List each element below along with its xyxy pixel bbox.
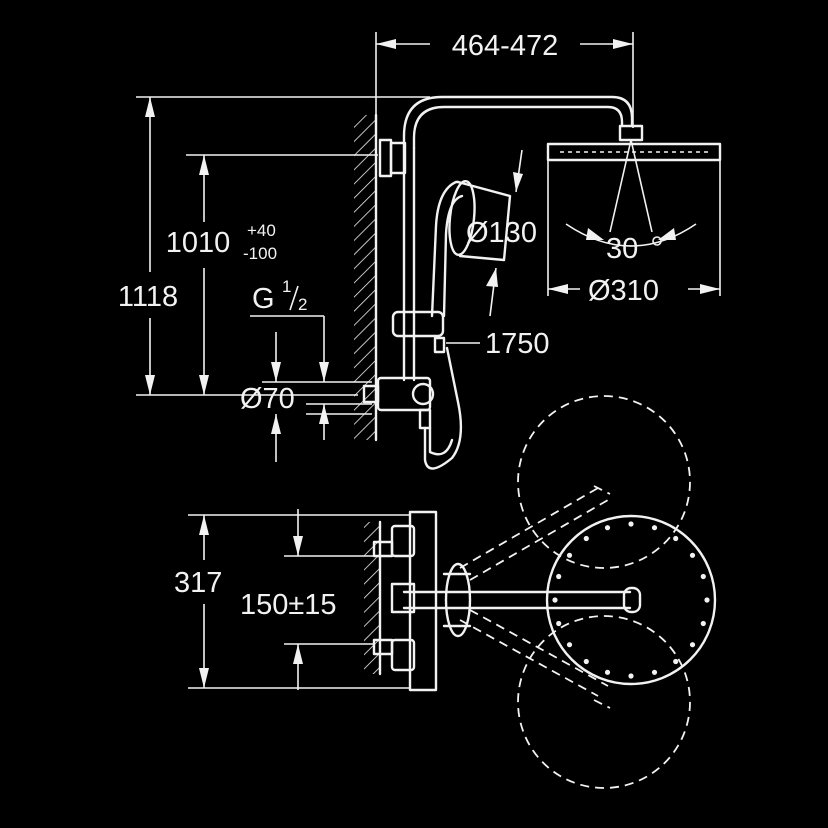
plan-head-shower (545, 514, 717, 686)
total-height-label: 1118 (118, 281, 178, 313)
outlet-height-label: 1010 (166, 227, 231, 259)
inlet-diameter-label: Ø70 (240, 383, 295, 415)
width-range-label: 464-472 (452, 30, 558, 62)
nozzle-dot (700, 620, 706, 627)
hose-length-label: 1750 (485, 328, 550, 360)
inlet-diameter-dimension: Ø70 (240, 332, 372, 462)
plan-thermostat (372, 510, 438, 692)
outlet-height-dimension: 1010 +40 -100 (166, 154, 378, 395)
nozzle-dot (604, 525, 611, 531)
nozzle-dot (604, 669, 611, 675)
thread-dimension: G 1 2 (250, 277, 329, 440)
total-height-dimension: 1118 (118, 96, 430, 396)
inlet-spacing-dimension: 150±15 (240, 509, 374, 690)
nozzle-dot (651, 525, 658, 531)
inlet-spacing-label: 150±15 (240, 589, 337, 621)
nozzle-dot (689, 642, 696, 648)
spray-angle-label: 30 (606, 233, 638, 265)
nozzle-dot (628, 673, 634, 679)
nozzle-dot (583, 535, 589, 542)
nozzle-dot (704, 597, 710, 603)
nozzle-dot (566, 552, 573, 558)
head-shower-diameter-label: Ø310 (588, 275, 659, 307)
plan-depth-dimension: 317 (174, 514, 410, 689)
plan-arm (402, 586, 642, 614)
nozzle-dot (700, 573, 706, 580)
thread-numerator-label: 1 (282, 277, 291, 296)
riser-rail (362, 95, 634, 470)
nozzle-dot (673, 658, 679, 665)
thread-prefix-label: G (252, 283, 275, 315)
nozzle-dot (628, 521, 634, 527)
plan-depth-label: 317 (174, 567, 222, 599)
nozzle-dot (566, 642, 573, 648)
front-view: 464-472 1118 1010 +40 -100 G 1 (118, 30, 722, 470)
hand-shower-diameter-label: Ø130 (466, 217, 537, 249)
thread-denominator-label: 2 (298, 295, 307, 314)
tolerance-plus-label: +40 (247, 221, 276, 240)
nozzle-dot (673, 535, 679, 542)
head-shower: 30 Ø310 (546, 124, 722, 307)
swing-positions (459, 395, 691, 789)
plan-wall (364, 520, 382, 676)
plan-hand-shower (442, 562, 472, 638)
width-dimension: 464-472 (375, 30, 634, 128)
nozzle-dot (556, 573, 562, 580)
nozzle-dot (556, 620, 562, 627)
nozzle-ring (552, 521, 710, 679)
nozzle-dot (689, 552, 696, 558)
tolerance-minus-label: -100 (243, 244, 277, 263)
nozzle-dot (651, 669, 658, 675)
hand-shower: Ø130 (430, 149, 537, 318)
nozzle-dot (552, 597, 558, 603)
nozzle-dot (583, 658, 589, 665)
hose-length-dimension: 1750 (446, 328, 550, 360)
plan-view: 317 150±15 (174, 395, 717, 789)
